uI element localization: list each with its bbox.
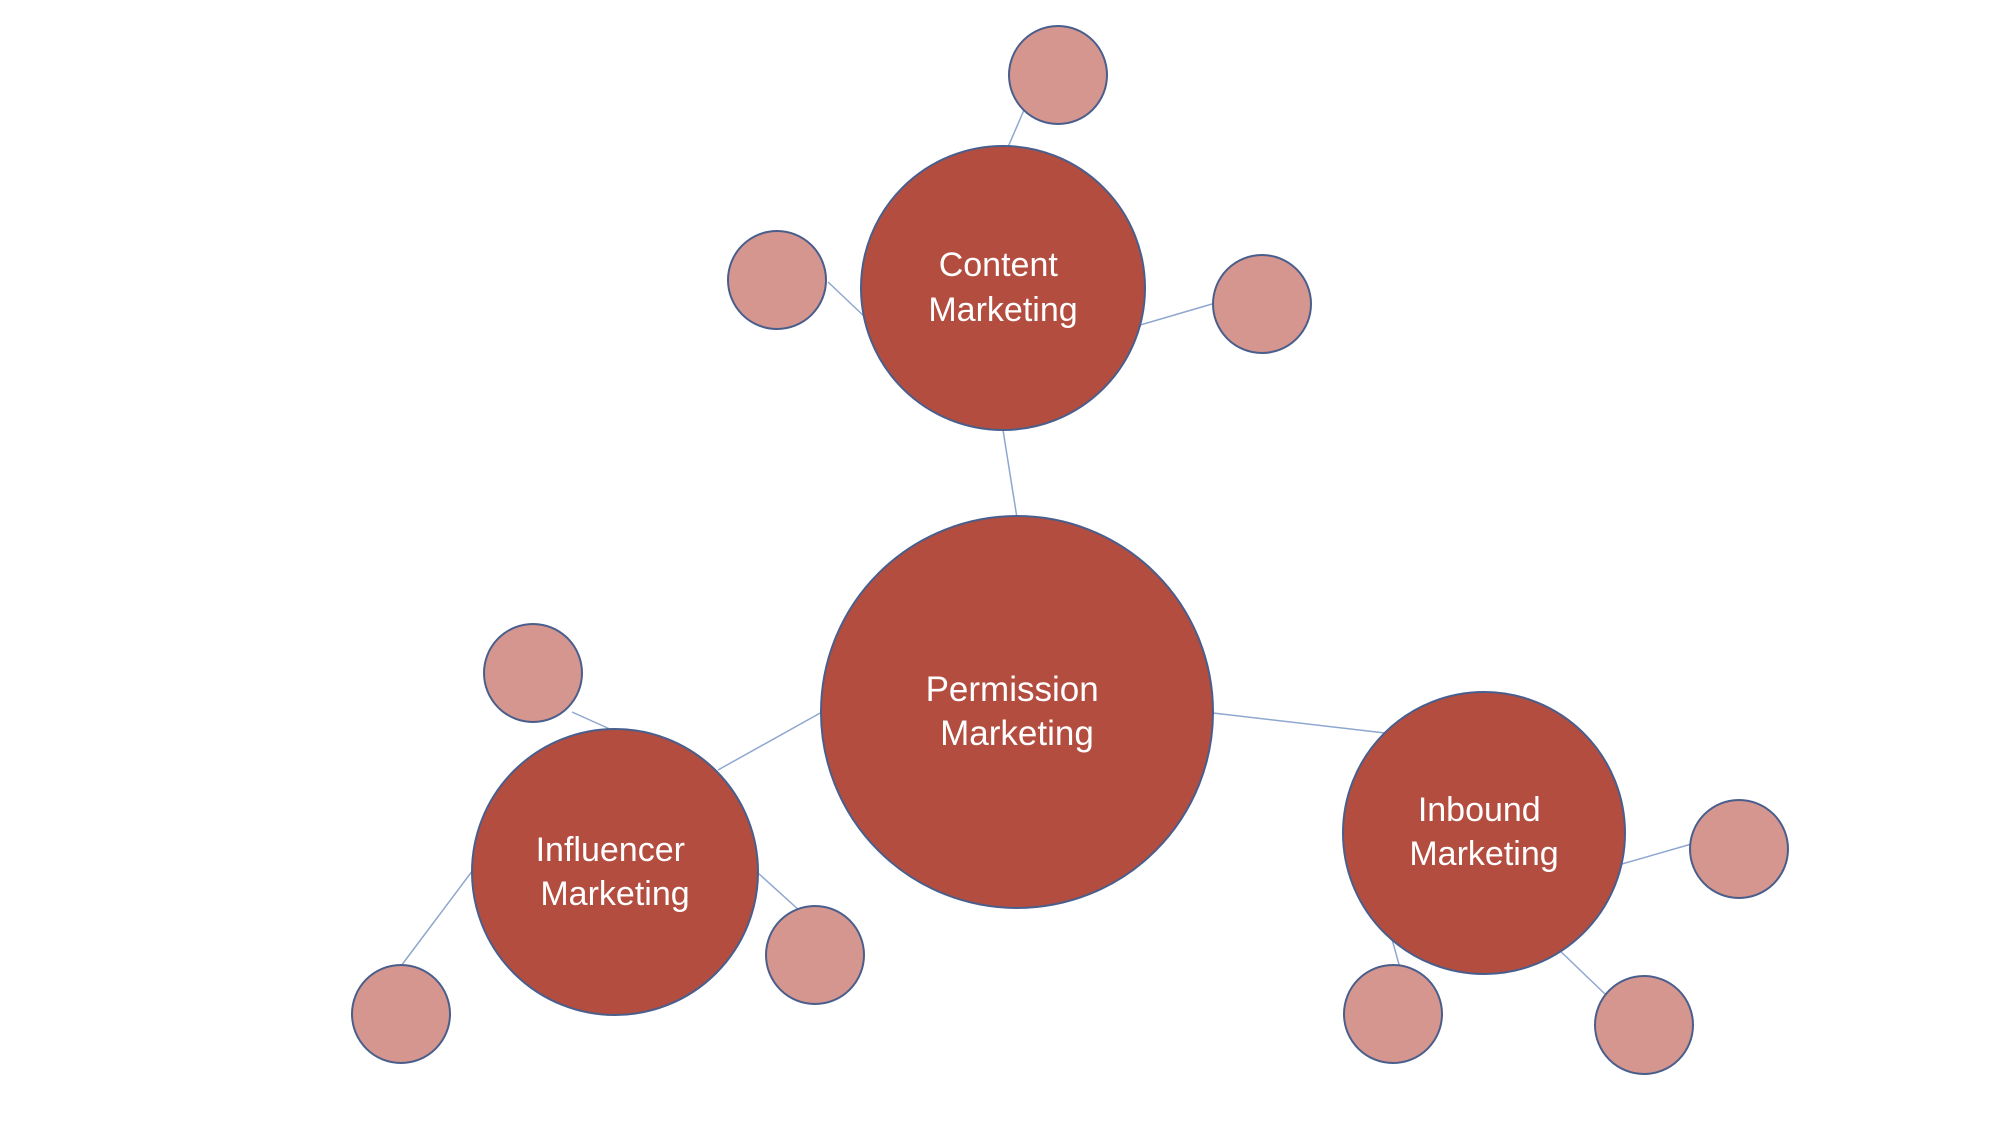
connector-influencer-sub2 xyxy=(757,872,801,912)
connector-inbound-sub3 xyxy=(1554,945,1606,995)
svg-text:Inbound Marketing: Inbound Marketing xyxy=(1409,791,1558,873)
inbound-subnode-2 xyxy=(1343,964,1443,1064)
influencer-subnode-3 xyxy=(351,964,451,1064)
topic-circle-content xyxy=(860,145,1146,431)
center-node: Permission Marketing xyxy=(820,515,1214,909)
connector-content-sub1 xyxy=(1007,109,1025,148)
connector-center-influencer xyxy=(717,711,823,771)
connector-content-sub2 xyxy=(827,281,867,319)
inbound-subnode-3 xyxy=(1594,975,1694,1075)
connector-content-sub3 xyxy=(1129,303,1213,329)
topic-label-inbound-line2: Marketing xyxy=(1409,835,1558,873)
topic-circle-inbound xyxy=(1342,691,1626,975)
topic-node-content: Content Marketing xyxy=(860,145,1146,431)
connector-influencer-sub1 xyxy=(571,711,613,731)
connector-center-content xyxy=(1002,429,1018,519)
connector-influencer-sub3 xyxy=(400,869,474,967)
content-subnode-2 xyxy=(727,230,827,330)
content-subnode-3 xyxy=(1212,254,1312,354)
center-label-line2: Marketing xyxy=(940,714,1094,753)
topic-label-influencer-line1: Influencer xyxy=(536,831,685,869)
svg-text:Influencer Marketing: Influencer Marketing xyxy=(536,831,695,913)
topic-label-content-line2: Marketing xyxy=(928,291,1077,329)
influencer-subnode-2 xyxy=(765,905,865,1005)
inbound-subnode-1 xyxy=(1689,799,1789,899)
center-circle xyxy=(820,515,1214,909)
influencer-subnode-1 xyxy=(483,623,583,723)
connector-center-inbound xyxy=(1212,712,1386,734)
svg-text:Content Marketing: Content Marketing xyxy=(928,246,1077,329)
topic-circle-influencer xyxy=(471,728,759,1016)
topic-label-inbound-line1: Inbound xyxy=(1418,791,1541,829)
center-label-line1: Permission xyxy=(926,670,1099,709)
content-subnode-1 xyxy=(1008,25,1108,125)
topic-label-content-line1: Content xyxy=(939,246,1059,284)
topic-label-influencer-line2: Marketing xyxy=(540,875,689,913)
svg-text:Permission Marketing: Permission Marketing xyxy=(926,670,1109,753)
topic-node-inbound: Inbound Marketing xyxy=(1342,691,1626,975)
topic-node-influencer: Influencer Marketing xyxy=(471,728,759,1016)
